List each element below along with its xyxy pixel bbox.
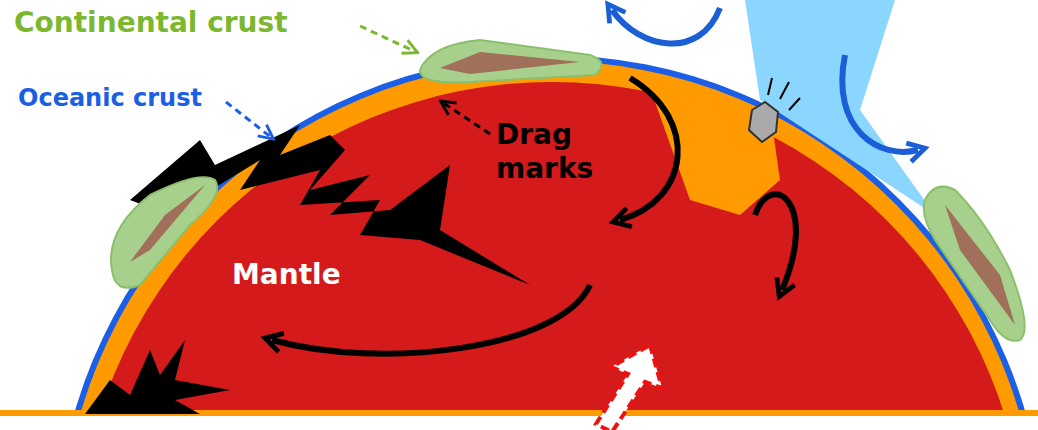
convection-arrow [620,78,678,220]
part-label: Mantle [232,258,341,292]
part-label: Oceanic crust [18,84,202,113]
orange-wedge [650,88,780,215]
motion-lines [768,78,800,110]
continent [111,177,217,288]
label-text: Drag marks [496,118,593,185]
label-text: Continental crust [14,6,288,39]
water-stream [745,0,935,215]
asthenosphere-layer [61,61,1038,416]
label-text: Mantle [232,258,341,291]
continent [420,40,601,83]
mantle-body [78,82,1026,416]
continent-core [945,205,1015,325]
leader-line [226,102,272,138]
water-arrow [842,55,918,152]
rock [749,102,778,142]
earth-dome [0,55,1038,416]
continent-core [130,185,205,262]
convection-arrow [755,194,796,290]
oceanic-crust-layer [55,55,1038,416]
water-arrow [612,8,720,44]
convection-arrow [272,285,590,354]
continent-core [440,52,580,74]
leader-line [442,102,490,134]
leader-line [360,26,416,52]
part-label: Drag marks [496,118,626,185]
continent [924,187,1025,341]
part-label: Continental crust [14,6,288,40]
heat-arrow [596,345,662,430]
drag-mark [85,340,230,414]
label-text: Oceanic crust [18,84,202,112]
